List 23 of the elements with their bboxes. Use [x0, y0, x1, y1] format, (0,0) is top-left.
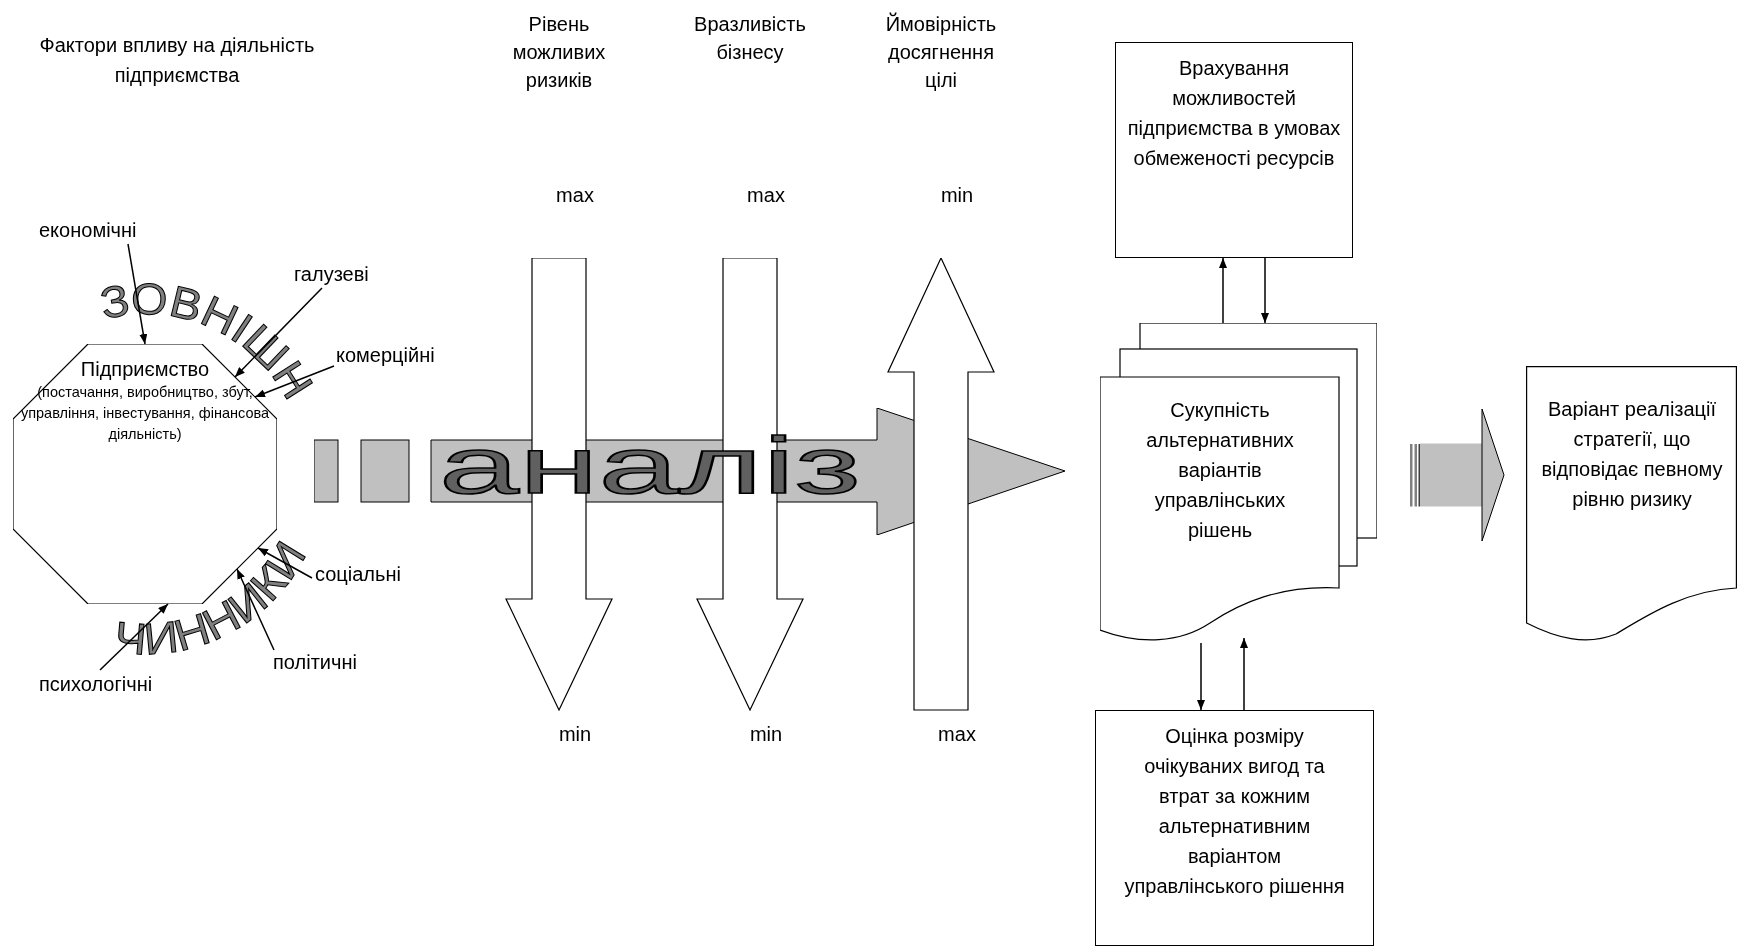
- arrow: [1261, 257, 1269, 324]
- node-text: Варіант реалізації стратегії, що відповідає певному рівню ризику: [1540, 397, 1724, 512]
- factor-label: соціальні: [315, 560, 420, 588]
- block-arrow-connector: [1410, 408, 1505, 542]
- scale-label: min: [557, 722, 593, 747]
- scale-label: max: [555, 183, 595, 208]
- scale-label: max: [937, 722, 977, 747]
- node-text: Сукупність альтернативних варіантів управлінських рішень: [1145, 398, 1295, 543]
- scale-label: min: [939, 183, 975, 208]
- arrow: [1197, 642, 1205, 711]
- process-box: Оцінка розміру очікуваних вигод та втрат за кожним альтернативним варіантом управлінського рішення: [1095, 710, 1374, 946]
- arrow: [1219, 257, 1227, 324]
- factor-label: політичні: [273, 648, 378, 676]
- factor-label: комерційні: [336, 341, 456, 369]
- process-box: Врахування можливостей підприємства в умовах обмеженості ресурсів: [1115, 42, 1353, 258]
- column-heading: Ймовірність досягнення цілі: [884, 11, 998, 93]
- factor-label: психологічні: [39, 670, 174, 698]
- column-heading: Рівень можливих ризиків: [511, 12, 607, 93]
- scale-label: min: [748, 722, 784, 747]
- column-heading: Вразливість бізнесу: [693, 12, 807, 65]
- arrow: [1240, 637, 1248, 711]
- scale-label: max: [746, 183, 786, 208]
- diagram-title: Фактори впливу на діяльність підприємства: [38, 33, 316, 88]
